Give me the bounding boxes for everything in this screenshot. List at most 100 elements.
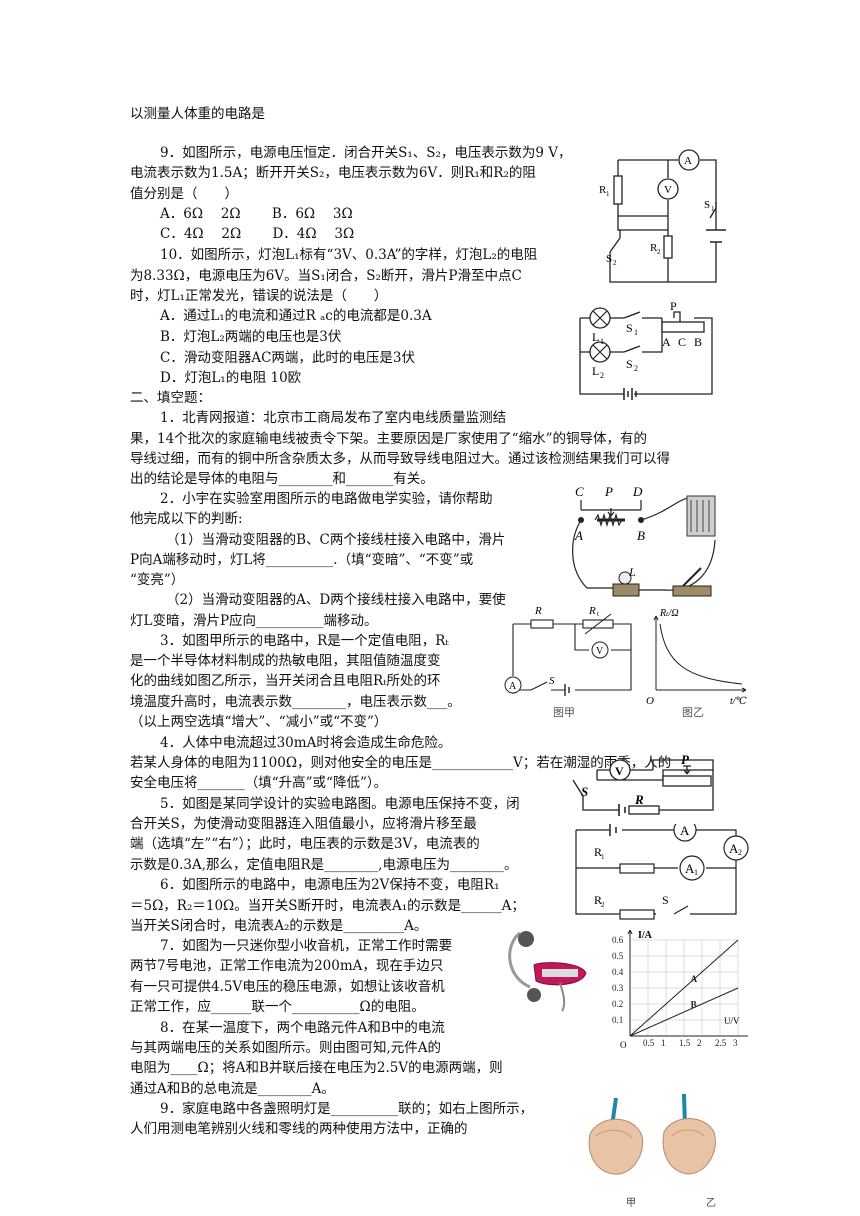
- f6-label-s: S: [662, 893, 669, 907]
- q9-line3: 值分别是（ ）: [130, 186, 238, 202]
- lamp-l2-icon: [589, 341, 611, 363]
- q9-line2: 电流表示数为1.5A；断开开关S₂，电压表示数为6V．则R₁和R₂的阻: [130, 165, 536, 181]
- svg-text:2: 2: [600, 371, 604, 380]
- q10-label-l2: L: [592, 364, 599, 378]
- f2-line6: （2）当滑动变阻器的A、D两个接线柱接入电路中，要使: [166, 592, 506, 608]
- f2-label-l: L: [628, 565, 636, 579]
- x-tick-label: 1.5: [679, 1038, 691, 1048]
- f8-line4: 通过A和B的总电流是________A。: [130, 1081, 335, 1097]
- test-pen-photos: 甲 乙: [588, 1093, 716, 1209]
- f5-voltmeter-icon: [609, 759, 631, 781]
- x-tick-label: 0.5: [643, 1038, 655, 1048]
- f2-label-b: B: [637, 528, 645, 543]
- section-heading: 二、填空题：: [130, 390, 211, 406]
- f2-line2: 他完成以下的判断:: [130, 511, 243, 527]
- f4-line2: 若某人身体的电阻为1100Ω，则对他安全的电压是____________V；若在…: [130, 755, 672, 771]
- f7-line3: 有一只可提供4.5V电压的稳压电源，如想让该收音机: [130, 979, 445, 995]
- f8-line2: 与其两端电压的关系如图所示。则由图可知,元件A的: [130, 1040, 442, 1056]
- f2-circuit-photo: C P D A B L: [572, 484, 716, 597]
- ammeter-icon: [678, 149, 700, 171]
- q10-label-p: P: [670, 299, 677, 313]
- svg-text:t: t: [597, 610, 599, 618]
- f3-label-t-axis: t/℃: [730, 696, 747, 707]
- q10-option-c: C．滑动变阻器AC两端，此时的电压是3伏: [160, 350, 415, 366]
- q9-label-a: A: [684, 155, 692, 167]
- svg-text:1: 1: [694, 868, 698, 877]
- x-tick-label: 2.5: [715, 1038, 727, 1048]
- f6-label-a2: A: [729, 841, 739, 856]
- f7-line4: 正常工作，应______联一个__________Ω的电阻。: [130, 999, 425, 1015]
- svg-text:2: 2: [738, 848, 742, 857]
- f2-line7: 灯L变暗，滑片P应向__________端移动。: [130, 613, 378, 629]
- y-tick-label: 0.4: [612, 967, 624, 977]
- svg-text:2: 2: [657, 248, 661, 256]
- f3-label-v: V: [596, 646, 604, 657]
- f8-line3: 电阻为____Ω；将A和B并联后接在电压为2.5V的电源两端，则: [130, 1060, 503, 1076]
- f3-circuit-jia: A V R R t S 图甲: [504, 605, 632, 719]
- f2-line5: “变亮”）: [130, 572, 185, 588]
- q10-label-s1: S: [626, 321, 633, 335]
- lamp-icon: [618, 571, 632, 585]
- svg-text:1: 1: [711, 205, 715, 213]
- svg-text:2: 2: [613, 259, 617, 267]
- f5-label-p: P: [681, 752, 690, 767]
- q10-line1: 10．如图所示，灯泡L₁标有“3V、0.3A”的字样，灯泡L₂的电阻: [160, 247, 538, 263]
- f2-line3: （1）当滑动变阻器的B、C两个接线柱接入电路中，滑片: [166, 532, 506, 548]
- f2-label-d: D: [632, 484, 643, 499]
- f6-ammeter-a1-icon: [679, 855, 705, 881]
- y-tick-label: 0.6: [612, 935, 624, 945]
- q9-label-s2: S: [606, 253, 612, 265]
- f5-line1: 5．如图是某同学设计的实验电路图。电源电压保持不变，闭: [160, 796, 520, 812]
- f9-line2: 人们用测电笔辨别火线和零线的两种使用方法中，正确的: [130, 1121, 468, 1137]
- series-line-a: [629, 939, 739, 1037]
- f8-origin-label: O: [620, 1040, 627, 1050]
- x-tick-label: 3: [733, 1038, 738, 1048]
- q10-label-s2: S: [626, 357, 633, 371]
- f7-line2: 两节7号电池，正常工作电流为200mA，现在手边只: [130, 958, 444, 974]
- q10-label-b: B: [694, 335, 702, 349]
- y-tick-label: 0.1: [612, 1015, 623, 1025]
- q9-options-cd: C．4Ω 2Ω D．4Ω 3Ω: [160, 226, 355, 242]
- q10-circuit-diagram: L 1 L 2 S 1 S 2 P A C B: [579, 299, 713, 400]
- y-tick-label: 0.5: [612, 951, 624, 961]
- f3-line1: 3．如图甲所示的电路中，R是一个定值电阻，Rₜ: [160, 633, 449, 649]
- f3-line3: 化的曲线如图乙所示，当开关闭合且电阻Rₜ所处的环: [130, 673, 441, 689]
- series-line-b: [629, 987, 739, 1037]
- q10-line3: 时，灯L₁正常发光，错误的说法是（ ）: [130, 288, 388, 304]
- q9-label-r1: R: [599, 184, 607, 196]
- series-label-a: A: [691, 974, 698, 984]
- f3-line5: （以上两空选填“增大”、“减小”或“不变”）: [130, 714, 388, 730]
- f5-line4: 示数是0.3A,那么，定值电阻R是________,电源电压为________。: [130, 857, 518, 873]
- f5-label-v: V: [615, 764, 624, 778]
- voltmeter-icon: [657, 178, 679, 200]
- f6-label-a: A: [680, 824, 690, 838]
- f3-label-rt-axis: Rₜ/Ω: [659, 608, 679, 619]
- f3-jia-caption: 图甲: [553, 706, 575, 719]
- f6-line3: 当开关S闭合时，电流表A₂的示数是_________A。: [130, 918, 428, 934]
- q9-options-ab: A．6Ω 2Ω B．6Ω 3Ω: [160, 206, 353, 222]
- q9-circuit-diagram: A V R 1 R 2 S 1 S 2: [599, 149, 726, 283]
- f1-line2: 果，14个批次的家庭输电线被责令下架。主要原因是厂家使用了“缩水”的铜导体，有的: [130, 431, 647, 447]
- f1-line3: 导线过细，而有的铜中所含杂质太多，从而导致导线电阻过大。通过该检测结果我们可以得: [130, 451, 670, 467]
- f3-label-o: O: [646, 695, 654, 707]
- q10-option-b: B．灯泡L₂两端的电压也是3伏: [160, 329, 342, 345]
- lamp-l1-icon: [589, 307, 611, 329]
- f7-line1: 7．如图为一只迷你型小收音机，正常工作时需要: [160, 938, 453, 954]
- f5-label-s: S: [581, 784, 588, 799]
- f6-circuit-diagram: A A 2 A 1 R 1 R 2 S: [575, 824, 749, 920]
- q10-option-d: D．灯泡L₁的电阻 10欧: [160, 370, 302, 386]
- f8-line1: 8．在某一温度下，两个电路元件A和B中的电流: [160, 1020, 445, 1036]
- q10-line2: 为8.33Ω，电源电压为6V。当S₁闭合，S₂断开，滑片P滑至中点C: [130, 268, 522, 284]
- f1-line1: 1．北青网报道：北京市工商局发布了室内电线质量监测结: [160, 410, 507, 426]
- mini-radio-image: [508, 931, 587, 1012]
- f4-line1: 4．人体中电流超过30mA时将会造成生命危险。: [160, 735, 452, 751]
- q9-label-r2: R: [650, 242, 658, 254]
- f8-y-axis-label: I/A: [638, 930, 653, 941]
- f3-label-r: R: [534, 605, 542, 617]
- svg-text:2: 2: [601, 901, 605, 909]
- f6-line1: 6．如图所示的电路中，电源电压为2V保持不变，电阻R₁: [160, 877, 500, 893]
- f2-label-p: P: [604, 484, 613, 499]
- q9-label-s1: S: [704, 199, 710, 211]
- f3-voltmeter-icon: [591, 641, 609, 659]
